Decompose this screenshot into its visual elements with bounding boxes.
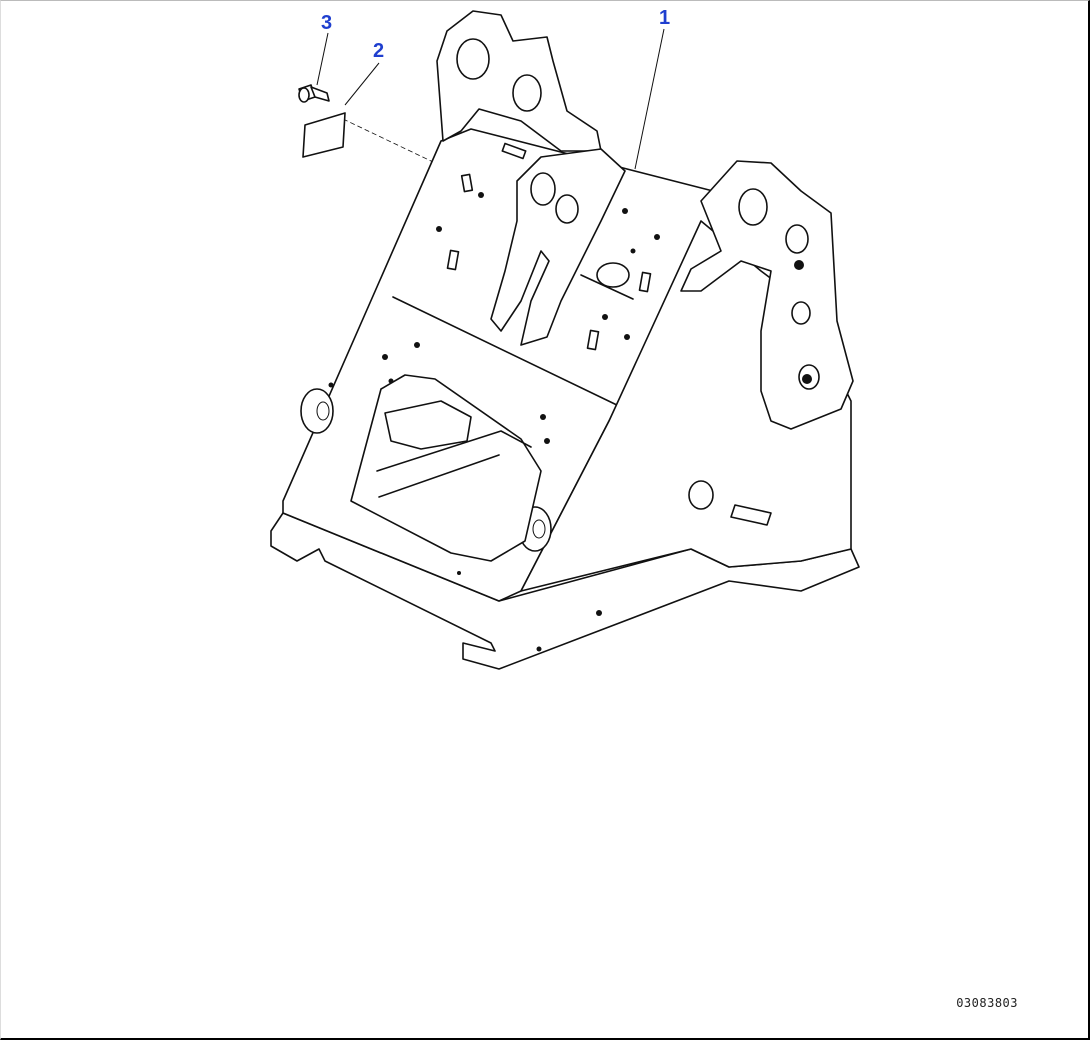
document-number: 03083803 (956, 996, 1018, 1010)
leader-line-2 (344, 62, 380, 106)
leader-line-3 (316, 32, 329, 86)
name-plate-part (302, 112, 346, 158)
bolt-part (298, 84, 330, 103)
callout-2: 2 (373, 40, 385, 62)
leader-line-1 (634, 28, 665, 170)
callout-1: 1 (659, 7, 671, 29)
callout-3: 3 (321, 12, 333, 34)
main-frame-part (270, 10, 860, 670)
